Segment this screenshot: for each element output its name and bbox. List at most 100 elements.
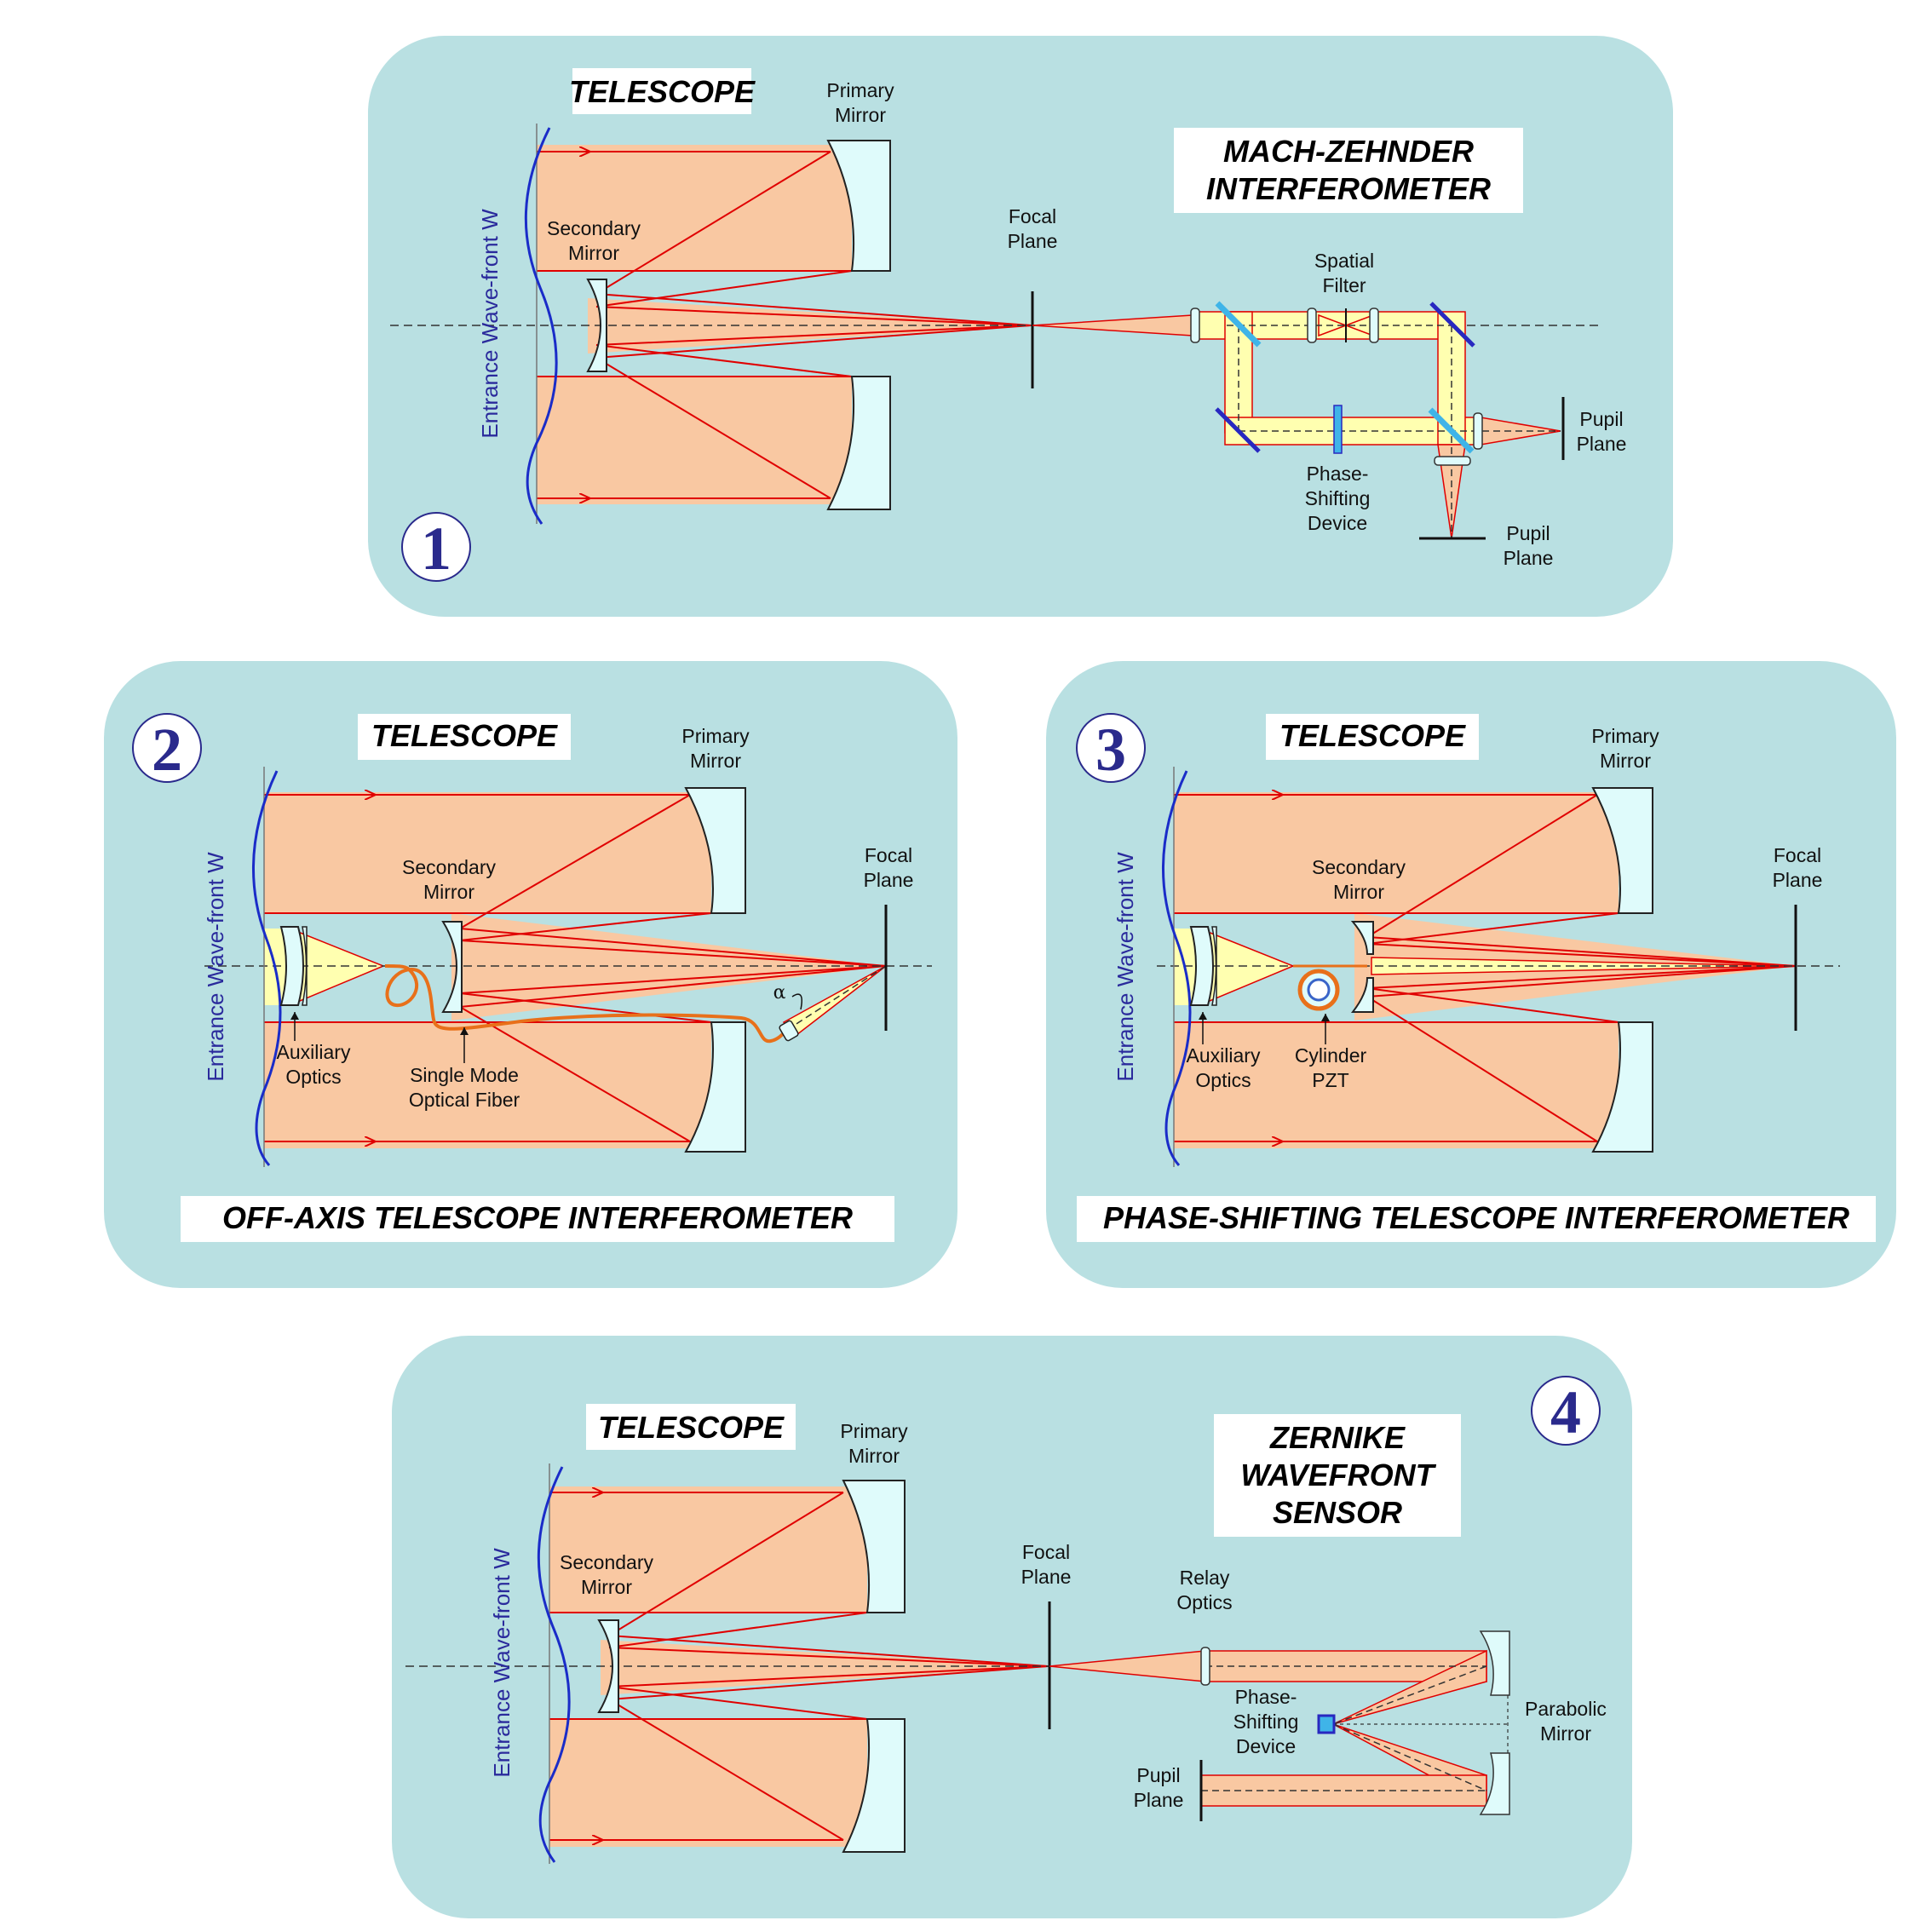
panel-3-entrance-wavefront bbox=[1162, 770, 1192, 1166]
panel-4-secondary-label-line1: Secondary bbox=[560, 1551, 653, 1573]
panel-1-phase-device-label-line1: Phase- bbox=[1307, 463, 1369, 485]
panel-1-system-title-line2: INTERFEROMETER bbox=[1206, 171, 1491, 206]
panel-2-fiber-label-line2: Optical Fiber bbox=[409, 1089, 520, 1111]
panel-4-primary-label-line1: Primary bbox=[840, 1420, 908, 1442]
panel-2-focal-label-line1: Focal bbox=[865, 844, 912, 866]
panel-4-phase-shifting-device bbox=[1317, 1714, 1336, 1734]
panel-2-wavefront-label: Entrance Wave-front W bbox=[203, 852, 228, 1082]
panel-3-aux-label-line1: Auxiliary bbox=[1187, 1044, 1261, 1067]
panel-4-primary-label-line2: Mirror bbox=[848, 1445, 900, 1467]
panel-4-phase-label-line1: Phase- bbox=[1235, 1686, 1297, 1708]
panel-2-telescope-beams bbox=[264, 792, 887, 1148]
panel-3-phase-shifting: TELESCOPE PHASE-SHIFTING TELESCOPE INTER… bbox=[1046, 661, 1896, 1288]
panel-4-zernike-optics bbox=[1049, 1630, 1510, 1821]
panel-2-primary-label-line1: Primary bbox=[681, 725, 750, 747]
panel-1-wavefront-label: Entrance Wave-front W bbox=[477, 209, 503, 439]
panel-1-phase-device-label-line2: Shifting bbox=[1305, 487, 1371, 509]
panel-1-pupil-b-label-line2: Plane bbox=[1504, 547, 1554, 569]
panel-4-phase-label-line2: Shifting bbox=[1233, 1711, 1299, 1733]
panel-1-system-title-line1: MACH-ZEHNDER bbox=[1223, 134, 1474, 169]
panel-1-primary-mirror-lower bbox=[826, 376, 891, 510]
panel-4-system-title-line1: ZERNIKE bbox=[1269, 1420, 1406, 1455]
panel-2-single-mode-fiber bbox=[384, 964, 790, 1044]
panel-1-focal-label-line1: Focal bbox=[1009, 205, 1056, 227]
panel-4-relay-label-line1: Relay bbox=[1180, 1567, 1230, 1589]
panel-1-phase-device-label-line3: Device bbox=[1308, 512, 1367, 534]
panel-3-primary-mirror-upper bbox=[1591, 787, 1653, 914]
panel-2-primary-label-line2: Mirror bbox=[690, 750, 741, 772]
panel-1-pupil-b-label-line1: Pupil bbox=[1506, 522, 1550, 544]
panel-4-relay-label-line2: Optics bbox=[1176, 1591, 1232, 1613]
panel-2-fiber-label-line1: Single Mode bbox=[410, 1064, 519, 1086]
panel-3-number-badge bbox=[1076, 713, 1146, 783]
panel-3-telescope-title: TELESCOPE bbox=[1279, 718, 1466, 753]
panel-3-aux-label-line2: Optics bbox=[1195, 1069, 1251, 1091]
panel-1-secondary-label-line1: Secondary bbox=[547, 217, 641, 239]
panel-4-focal-label-line2: Plane bbox=[1021, 1566, 1072, 1588]
panel-2-alpha-label: α bbox=[773, 982, 786, 1003]
panel-1-telescope-title: TELESCOPE bbox=[569, 74, 756, 109]
panel-4-pupil-label-line1: Pupil bbox=[1136, 1764, 1180, 1786]
panel-4-parabolic-label-line2: Mirror bbox=[1540, 1722, 1591, 1745]
panel-1-telescope-beams bbox=[537, 145, 1032, 504]
panel-4-entrance-wavefront bbox=[537, 1466, 571, 1863]
panel-4-wavefront-label: Entrance Wave-front W bbox=[489, 1548, 515, 1778]
panel-3-number: 3 bbox=[1095, 716, 1126, 784]
panel-4-zernike: TELESCOPE ZERNIKE WAVEFRONT SENSOR Prima… bbox=[392, 1336, 1632, 1918]
panel-4-parabolic-mirror-upper bbox=[1479, 1630, 1510, 1696]
panel-4-parabolic-mirror-lower bbox=[1479, 1752, 1510, 1815]
panel-1-spatial-filter-label-line2: Filter bbox=[1322, 274, 1366, 296]
panel-4-number: 4 bbox=[1550, 1378, 1581, 1446]
panel-1-primary-label-line2: Mirror bbox=[835, 104, 886, 126]
panel-1-primary-label-line1: Primary bbox=[826, 79, 894, 101]
panel-4-system-title-line3: SENSOR bbox=[1273, 1495, 1402, 1530]
panel-2-aux-label-line2: Optics bbox=[285, 1066, 341, 1088]
panel-2-aux-label-line1: Auxiliary bbox=[277, 1041, 351, 1063]
panel-4-telescope-beams bbox=[549, 1486, 1049, 1847]
panel-3-auxiliary-lens bbox=[1189, 926, 1214, 1006]
panel-2-secondary-label-line1: Secondary bbox=[402, 856, 496, 878]
panel-3-primary-mirror-lower bbox=[1591, 1021, 1653, 1153]
panel-2-system-title: OFF-AXIS TELESCOPE INTERFEROMETER bbox=[222, 1200, 853, 1235]
panel-3-secondary-label-line1: Secondary bbox=[1312, 856, 1406, 878]
panel-4-telescope-title: TELESCOPE bbox=[598, 1410, 785, 1445]
panel-4-number-badge bbox=[1531, 1376, 1601, 1446]
panel-4-phase-label-line3: Device bbox=[1236, 1735, 1296, 1757]
panel-1-number-badge bbox=[401, 512, 471, 582]
panel-4-system-title-line2: WAVEFRONT bbox=[1240, 1458, 1436, 1492]
panel-2-secondary-mirror bbox=[441, 921, 463, 1013]
panel-3-focal-label-line2: Plane bbox=[1773, 869, 1823, 891]
panel-2-number-badge bbox=[132, 713, 202, 783]
panel-3-wavefront-label: Entrance Wave-front W bbox=[1113, 852, 1138, 1082]
panel-3-focal-label-line1: Focal bbox=[1774, 844, 1821, 866]
panel-3-secondary-mirror-lower bbox=[1350, 977, 1374, 1013]
panel-2-off-axis: TELESCOPE OFF-AXIS TELESCOPE INTERFEROME… bbox=[104, 661, 957, 1288]
panel-2-auxiliary-lens bbox=[279, 926, 304, 1006]
panel-4-pupil-label-line2: Plane bbox=[1134, 1789, 1184, 1811]
panel-2-entrance-wavefront bbox=[252, 770, 282, 1166]
panel-4-focal-label-line1: Focal bbox=[1022, 1541, 1070, 1563]
panel-1-number: 1 bbox=[421, 515, 451, 583]
panel-1-pupil-a-label-line2: Plane bbox=[1577, 433, 1627, 455]
panel-1-primary-mirror-upper bbox=[826, 140, 891, 272]
panel-2-secondary-label-line2: Mirror bbox=[423, 881, 474, 903]
panel-3-system-title: PHASE-SHIFTING TELESCOPE INTERFEROMETER bbox=[1103, 1200, 1849, 1235]
panel-2-telescope-title: TELESCOPE bbox=[371, 718, 558, 753]
panel-4-secondary-label-line2: Mirror bbox=[581, 1576, 632, 1598]
panel-4-primary-mirror-upper bbox=[842, 1480, 906, 1613]
panel-3-pzt-label-line1: Cylinder bbox=[1295, 1044, 1367, 1067]
panel-1-pupil-a-label-line1: Pupil bbox=[1579, 408, 1623, 430]
panel-3-pzt-label-line2: PZT bbox=[1312, 1069, 1348, 1091]
panel-1-mach-zehnder-optics bbox=[1032, 301, 1565, 540]
panel-3-secondary-label-line2: Mirror bbox=[1333, 881, 1384, 903]
panel-1-entrance-wavefront bbox=[524, 127, 558, 525]
panel-3-primary-label-line2: Mirror bbox=[1600, 750, 1651, 772]
panel-1-secondary-mirror bbox=[586, 279, 607, 372]
panel-4-primary-mirror-lower bbox=[842, 1718, 906, 1853]
panel-1-focal-label-line2: Plane bbox=[1008, 230, 1058, 252]
panel-4-parabolic-label-line1: Parabolic bbox=[1525, 1698, 1607, 1720]
panel-2-primary-mirror-lower bbox=[684, 1021, 746, 1153]
panel-3-secondary-mirror-upper bbox=[1350, 921, 1374, 955]
panel-1-secondary-label-line2: Mirror bbox=[568, 242, 619, 264]
